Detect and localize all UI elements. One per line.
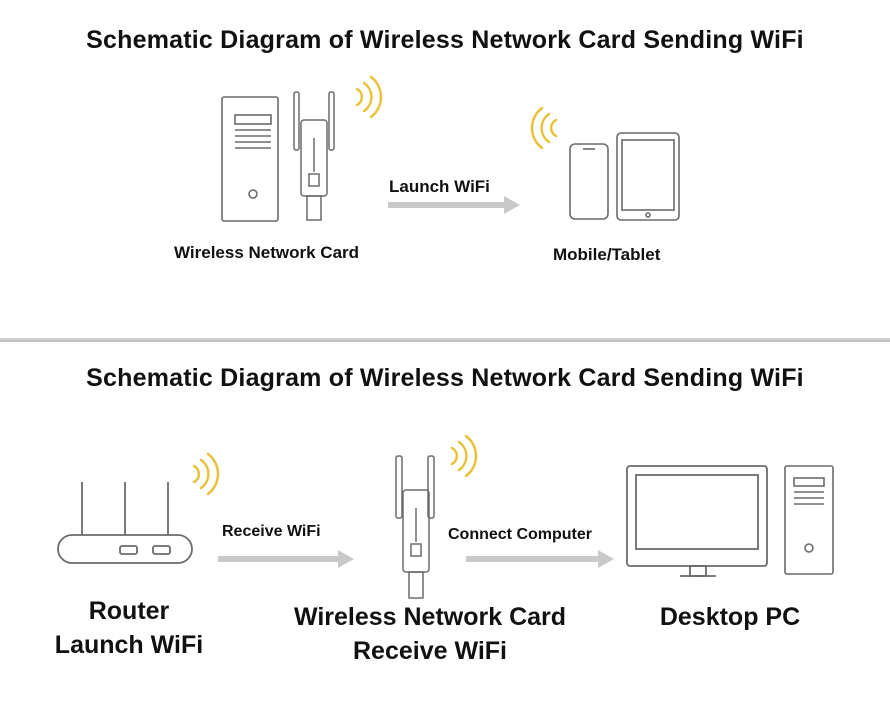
arrow-right-icon (466, 550, 614, 568)
top-diagram-art (221, 75, 680, 222)
launch-wifi-label: Launch WiFi (389, 177, 490, 196)
receive-wifi-label: Receive WiFi (222, 523, 321, 540)
top-panel: Schematic Diagram of Wireless Network Ca… (0, 0, 890, 338)
wifi-signal-icon (450, 434, 478, 478)
top-title: Schematic Diagram of Wireless Network Ca… (86, 26, 804, 54)
router-caption: Router Launch WiFi (38, 594, 220, 662)
wifi-signal-icon (530, 106, 558, 150)
wireless-card-caption: Wireless Network Card Receive WiFi (262, 600, 598, 668)
smartphone-icon (569, 143, 609, 220)
desktop-pc-caption: Desktop PC (659, 603, 801, 631)
router-caption-line2: Launch WiFi (54, 631, 204, 659)
card-caption-line2: Receive WiFi (352, 637, 507, 665)
monitor-icon (626, 465, 768, 577)
arrow-right-icon (388, 196, 520, 214)
mobile-tablet-caption: Mobile/Tablet (553, 245, 661, 264)
usb-wifi-adapter-icon (293, 91, 335, 221)
wifi-signal-icon (355, 75, 383, 119)
arrow-right-icon (218, 550, 354, 568)
bottom-panel: Schematic Diagram of Wireless Network Ca… (0, 342, 890, 720)
router-caption-line1: Router (88, 597, 170, 625)
wifi-signal-icon (192, 452, 220, 496)
computer-tower-icon (221, 96, 279, 222)
card-caption-line1: Wireless Network Card (293, 603, 567, 631)
connect-computer-label: Connect Computer (448, 526, 592, 543)
bottom-title: Schematic Diagram of Wireless Network Ca… (86, 364, 804, 392)
bottom-diagram-art (57, 434, 834, 599)
router-icon (57, 482, 193, 564)
wireless-card-caption: Wireless Network Card (174, 243, 360, 262)
usb-wifi-adapter-icon (395, 455, 435, 599)
computer-tower-icon (784, 465, 834, 575)
panel-divider (0, 338, 890, 342)
tablet-icon (616, 132, 680, 221)
